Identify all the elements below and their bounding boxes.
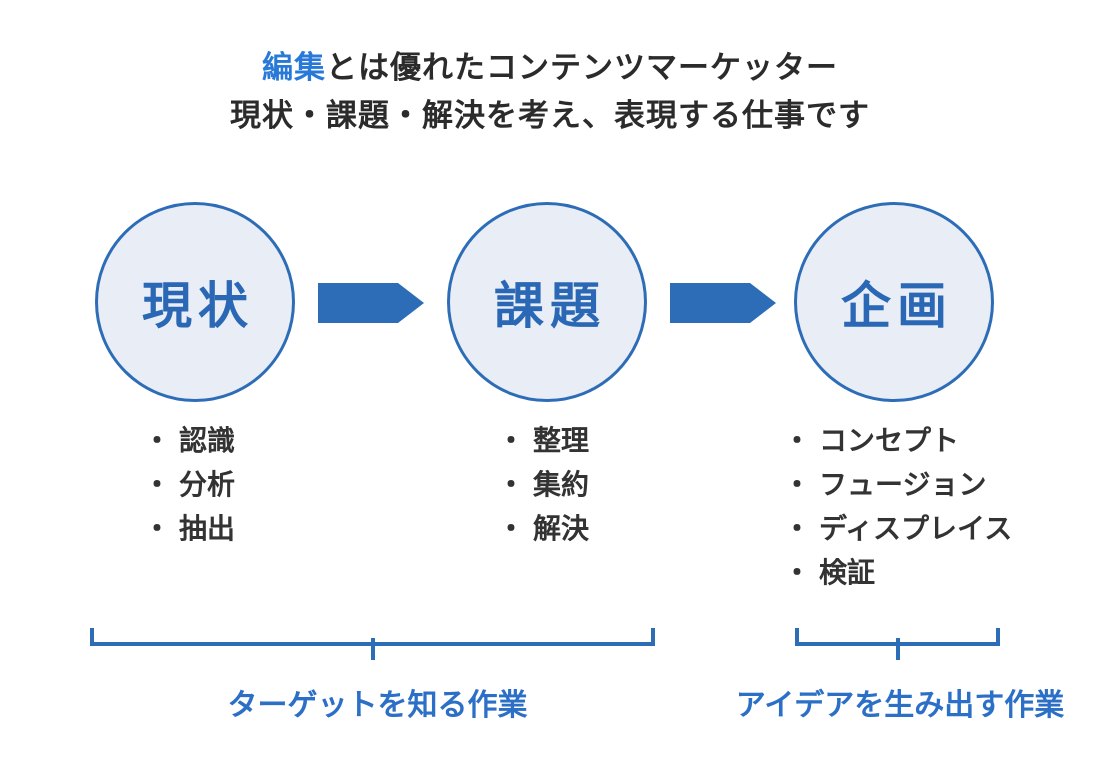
bullet-dot: ・	[783, 513, 812, 544]
group-label-generate-ideas: アイデアを生み出す作業	[735, 689, 1065, 722]
step-label-current-state: 現状	[142, 278, 254, 334]
bullet-dot: ・	[143, 513, 172, 544]
bullet-dot: ・	[783, 557, 812, 588]
bullet-dot: ・	[783, 469, 812, 500]
step-list-issues: ・整理 ・集約 ・解決	[497, 419, 589, 551]
bracket-tick	[895, 638, 900, 660]
list-item: ・整理	[497, 425, 590, 456]
group-bracket-know-target	[90, 628, 655, 660]
title-line-1-rest: とは優れたコンテンツマーケッター	[326, 50, 838, 85]
list-item: ・コンセプト	[783, 425, 960, 456]
bullet-dot: ・	[783, 425, 812, 456]
bullet-dot: ・	[143, 469, 172, 500]
step-list-planning: ・コンセプト ・フュージョン ・ディスプレイス ・検証	[783, 419, 1012, 595]
arrow-right-icon	[318, 283, 424, 323]
step-list-current-state: ・認識 ・分析 ・抽出	[143, 419, 235, 551]
list-item: ・認識	[143, 425, 236, 456]
title-line-1: 編集とは優れたコンテンツマーケッター	[0, 44, 1100, 92]
title-accent: 編集	[262, 50, 326, 85]
bullet-dot: ・	[497, 425, 526, 456]
group-label-know-target: ターゲットを知る作業	[227, 689, 528, 722]
list-item: ・ディスプレイス	[783, 513, 1013, 544]
step-label-issues: 課題	[494, 278, 606, 334]
step-circle-issues: 課題	[447, 202, 647, 402]
step-label-planning: 企画	[841, 278, 953, 334]
list-item: ・フュージョン	[783, 469, 987, 500]
list-item: ・抽出	[143, 513, 236, 544]
arrow-right-icon	[670, 283, 776, 323]
list-item: ・集約	[497, 469, 590, 500]
title-line-2: 現状・課題・解決を考え、表現する仕事です	[230, 98, 870, 133]
list-item: ・分析	[143, 469, 236, 500]
bullet-dot: ・	[143, 425, 172, 456]
diagram-title: 編集とは優れたコンテンツマーケッター 現状・課題・解決を考え、表現する仕事です	[0, 44, 1100, 140]
list-item: ・検証	[783, 557, 876, 588]
bullet-dot: ・	[497, 469, 526, 500]
bullet-dot: ・	[497, 513, 526, 544]
bracket-tick	[370, 638, 375, 660]
list-item: ・解決	[497, 513, 590, 544]
step-circle-current-state: 現状	[95, 202, 295, 402]
group-bracket-generate-ideas	[795, 628, 1000, 660]
step-circle-planning: 企画	[794, 202, 994, 402]
